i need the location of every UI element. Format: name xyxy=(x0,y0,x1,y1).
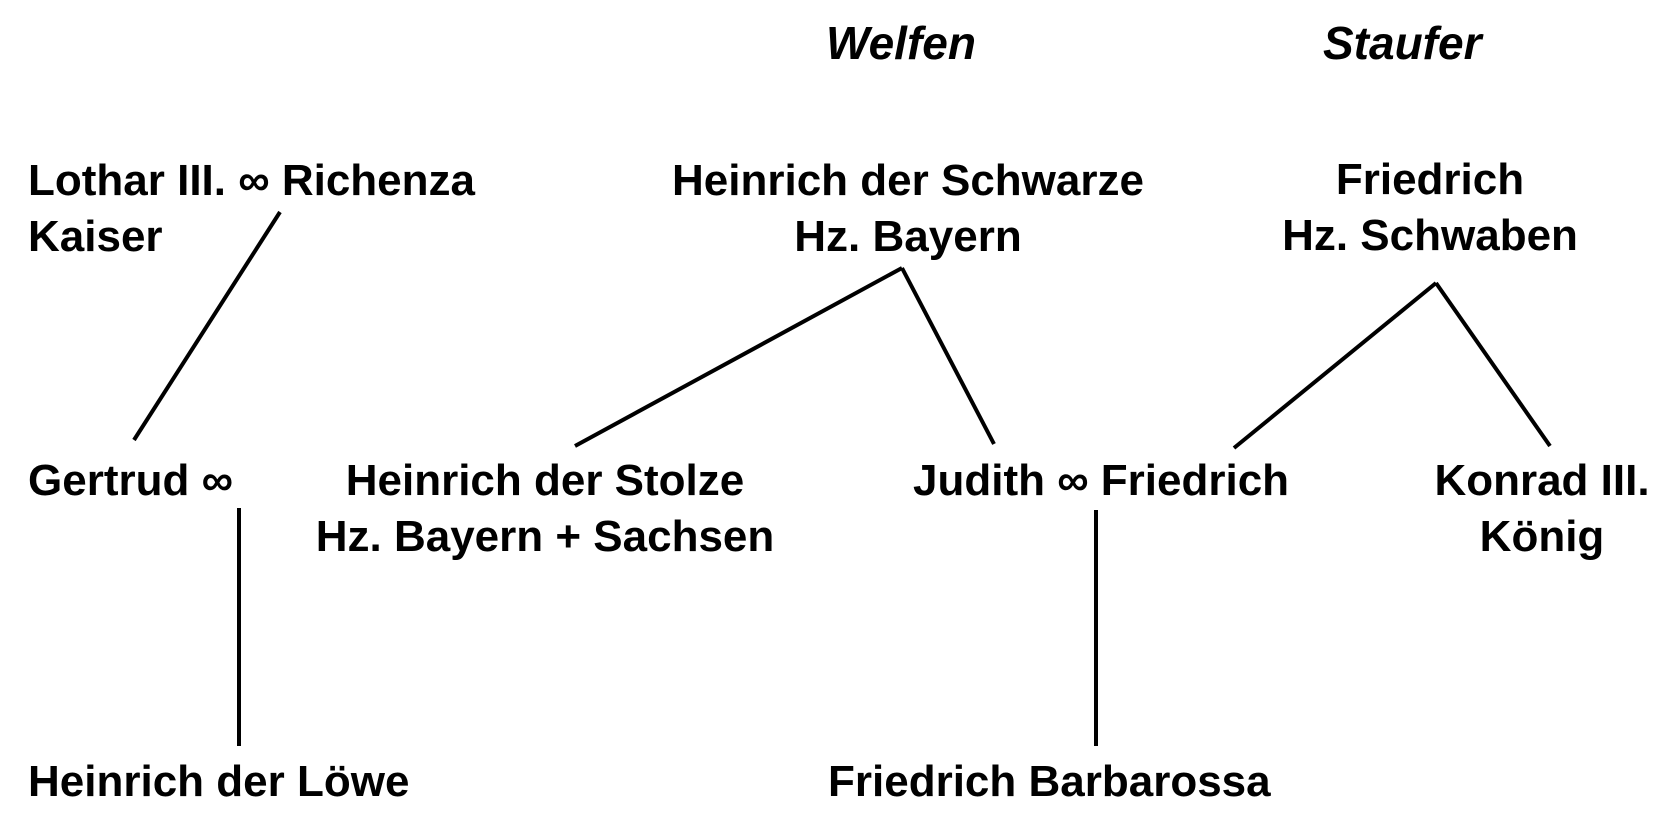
line-lothar-gertrud xyxy=(132,210,282,442)
person-title: Hz. Schwaben xyxy=(1282,211,1578,260)
person-title: König xyxy=(1479,512,1605,561)
person-gertrud: Gertrud ∞ xyxy=(28,453,233,509)
person-name: Friedrich Barbarossa xyxy=(828,757,1271,806)
line-schwaben-friedrich xyxy=(1232,281,1438,450)
person-lothar-richenza: Lothar III. ∞ Richenza Kaiser xyxy=(28,153,475,265)
person-name: Friedrich xyxy=(1335,155,1525,204)
person-heinrich-der-loewe: Heinrich der Löwe xyxy=(28,754,409,810)
person-friedrich-barbarossa: Friedrich Barbarossa xyxy=(828,754,1271,810)
person-heinrich-der-stolze: Heinrich der Stolze Hz. Bayern + Sachsen xyxy=(270,453,820,565)
person-title: Kaiser xyxy=(28,212,163,261)
line-schwarze-judith xyxy=(900,267,996,445)
person-name: Heinrich der Schwarze xyxy=(672,156,1144,205)
house-label-staufer: Staufer xyxy=(1323,17,1482,69)
person-name: Judith ∞ Friedrich xyxy=(913,456,1290,505)
person-friedrich-hz-schwaben: Friedrich Hz. Schwaben xyxy=(1250,152,1610,264)
house-label-welfen: Welfen xyxy=(826,17,976,69)
person-konrad-iii: Konrad III. König xyxy=(1412,453,1672,565)
person-title: Hz. Bayern + Sachsen xyxy=(315,512,775,561)
person-name: Heinrich der Löwe xyxy=(28,757,410,806)
person-title: Hz. Bayern xyxy=(794,212,1022,261)
person-name: Heinrich der Stolze xyxy=(345,456,745,505)
person-name: Gertrud ∞ xyxy=(28,456,233,505)
person-name: Lothar III. ∞ Richenza xyxy=(28,156,475,205)
person-heinrich-der-schwarze: Heinrich der Schwarze Hz. Bayern xyxy=(640,153,1176,265)
person-judith-friedrich: Judith ∞ Friedrich xyxy=(913,453,1289,509)
person-name: Konrad III. xyxy=(1434,456,1650,505)
line-schwaben-konrad xyxy=(1434,281,1552,448)
line-schwarze-stolze xyxy=(574,266,903,448)
